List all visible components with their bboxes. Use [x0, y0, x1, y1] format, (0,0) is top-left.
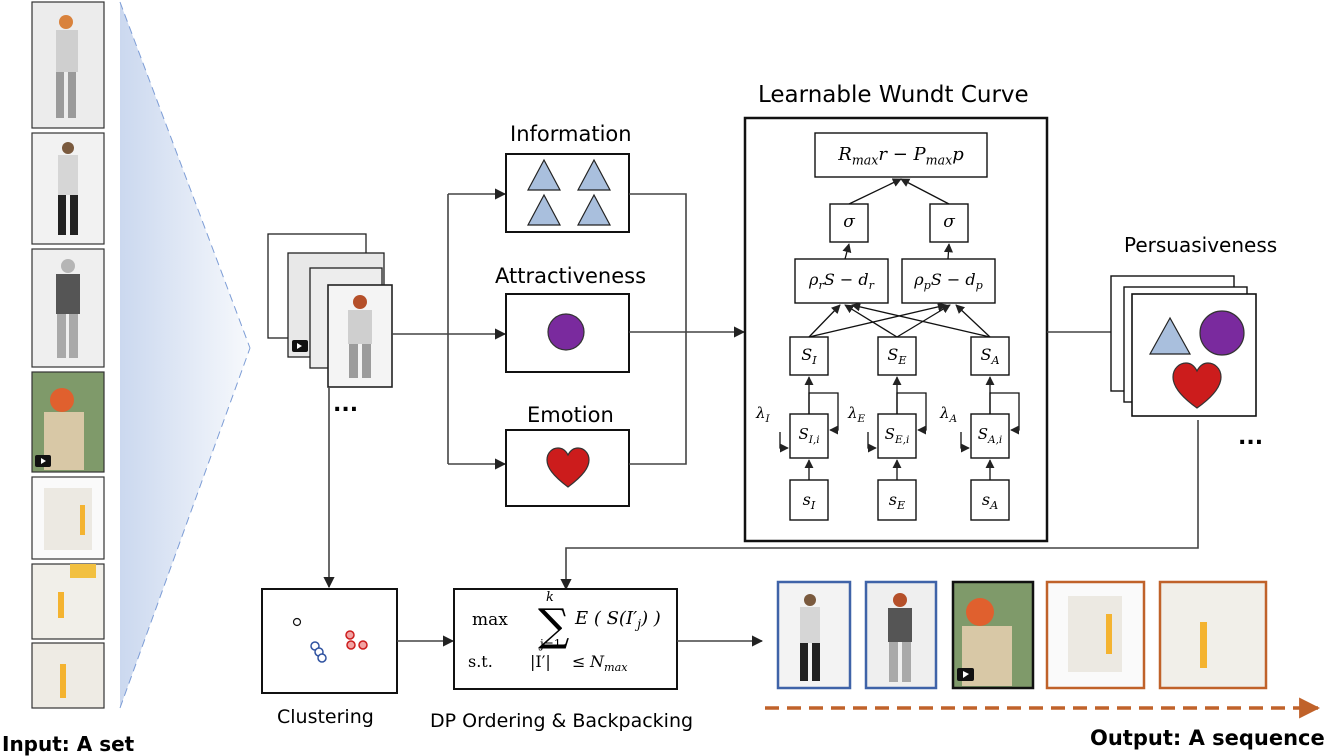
fan-edge-bottom	[119, 347, 251, 709]
sI-label: sI	[802, 490, 816, 513]
sigma-left: σ	[843, 212, 855, 232]
penalty-linear-formula: ρpS − dp	[914, 270, 983, 293]
sE-label: sE	[888, 490, 906, 513]
information-box	[505, 153, 630, 233]
SA-box	[970, 336, 1010, 376]
dp-constraint-le: ≤	[572, 652, 586, 671]
penalty-linear-box	[901, 258, 996, 304]
triangle-2	[577, 158, 611, 191]
sI-box	[789, 479, 829, 521]
dp-sum-top: k	[546, 590, 554, 605]
dp-label: DP Ordering & Backpacking	[430, 710, 694, 732]
wundt-output-formula: Rmaxr − Pmaxp	[838, 144, 964, 168]
input-fan	[120, 2, 250, 708]
triangle-3	[527, 193, 561, 226]
triangle-4	[577, 193, 611, 226]
input-image-2	[31, 132, 105, 245]
sA-label: sA	[981, 490, 999, 513]
image-stack	[267, 233, 393, 388]
dp-constraint-set: |I′|	[530, 652, 551, 671]
input-thumbnails	[31, 1, 105, 709]
SA-label: SA	[980, 345, 1000, 368]
lambda-E: λE	[848, 404, 866, 425]
cluster-point-black	[292, 617, 302, 627]
clustering-label: Clustering	[277, 706, 374, 728]
lambda-A: λA	[940, 404, 958, 425]
dp-objective: E ( S(I′j) )	[575, 608, 661, 632]
persuasiveness-ellipsis: ...	[1238, 425, 1264, 450]
attractiveness-label: Attractiveness	[495, 264, 647, 288]
input-image-7	[31, 642, 105, 709]
SE-box	[877, 336, 917, 376]
feedback-path	[560, 420, 1199, 591]
SAi-box	[970, 413, 1010, 459]
emotion-heart	[546, 447, 590, 488]
information-label: Information	[510, 122, 632, 146]
SIi-label: SI,i	[798, 425, 820, 446]
sE-box	[877, 479, 917, 521]
input-label: Input: A set	[2, 732, 135, 756]
dp-max: max	[472, 610, 508, 630]
cluster-blue	[310, 641, 327, 663]
reward-linear-box	[794, 258, 889, 304]
reward-linear-formula: ρrS − dr	[809, 270, 874, 293]
input-image-4	[31, 371, 105, 473]
input-image-5	[31, 476, 105, 560]
fan-edge-top	[119, 1, 251, 349]
sigma-box-right	[929, 203, 969, 243]
persuasiveness-label: Persuasiveness	[1124, 233, 1278, 257]
input-image-6	[31, 563, 105, 640]
SI-label: SI	[801, 345, 817, 368]
cluster-red	[345, 630, 368, 650]
SAi-label: SA,i	[977, 425, 1003, 446]
SE-label: SE	[887, 345, 907, 368]
dp-constraint-n: Nmax	[590, 652, 628, 675]
persuasiveness-stack	[1110, 275, 1257, 417]
attractiveness-circle	[547, 313, 585, 351]
SEi-label: SE,i	[884, 425, 910, 446]
lambda-I: λI	[756, 404, 770, 425]
wundt-frame	[743, 116, 1049, 543]
clustering-box	[261, 588, 398, 694]
dp-sum-bottom: j=1	[540, 637, 562, 651]
sigma-right: σ	[943, 212, 955, 232]
output-sequence	[776, 580, 1268, 690]
dp-box	[453, 588, 678, 690]
information-out	[629, 193, 687, 465]
emotion-label: Emotion	[527, 403, 614, 427]
input-image-1	[31, 1, 105, 129]
sA-box	[970, 479, 1010, 521]
wundt-title: Learnable Wundt Curve	[758, 82, 1029, 108]
wundt-arrows	[779, 178, 1020, 480]
wundt-output-box	[814, 132, 988, 178]
input-image-3	[31, 248, 105, 368]
dp-st: s.t.	[468, 652, 493, 671]
output-label: Output: A sequence	[1090, 726, 1325, 750]
sigma-symbol: ∑	[538, 600, 569, 651]
triangle-1	[527, 158, 561, 191]
stack-ellipsis: ...	[333, 392, 359, 417]
